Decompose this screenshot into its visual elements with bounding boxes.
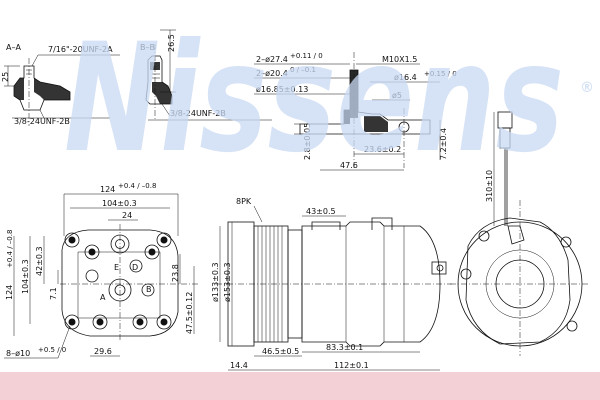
fit-d1: 2–ø27.4 bbox=[256, 55, 288, 64]
section-bb: B–B 26.5 3/8-24UNF-2B bbox=[140, 29, 272, 121]
front-h-7-1: 7.1 bbox=[49, 287, 58, 300]
front-view: 124 +0.4 / –0.8 104±0.3 24 124 +0.4 / –0… bbox=[4, 182, 200, 359]
side-w-83-3: 83.3±0.1 bbox=[326, 343, 363, 352]
front-h-104: 104±0.3 bbox=[21, 259, 30, 294]
side-d-pulley: ø133±0.3 bbox=[211, 262, 220, 302]
section-bb-height: 26.5 bbox=[167, 34, 176, 52]
rear-cable-length: 310±10 bbox=[485, 170, 494, 202]
fitting-detail: 2–ø27.4 +0.11 / 0 2–ø20.4 0 / –0.1 ø16.8… bbox=[254, 52, 457, 171]
fit-thread: M10X1.5 bbox=[382, 55, 417, 64]
fit-h2: 7.2±0.4 bbox=[439, 128, 448, 160]
watermark-text: Nissens bbox=[64, 12, 564, 186]
front-h-124: 124 bbox=[5, 285, 14, 300]
rear-view: 310±10 bbox=[450, 111, 590, 356]
section-bb-title: B–B bbox=[140, 43, 155, 52]
port-a-label: A bbox=[100, 293, 106, 302]
front-top-width-tol: +0.4 / –0.8 bbox=[118, 182, 156, 190]
front-holes-tol: +0.5 / 0 bbox=[38, 346, 66, 354]
fit-w2: 47.6 bbox=[340, 161, 358, 170]
section-aa-title: A–A bbox=[6, 43, 21, 52]
fit-d4: ø16.4 bbox=[394, 73, 417, 82]
fit-d3: ø16.85±0.13 bbox=[256, 85, 308, 94]
side-w-112: 112±0.1 bbox=[334, 361, 369, 370]
side-w-46-5: 46.5±0.5 bbox=[262, 347, 299, 356]
front-inner-width: 104±0.3 bbox=[102, 199, 137, 208]
front-inner-24: 24 bbox=[122, 211, 132, 220]
section-aa-thread-top: 7/16"-20UNF-2A bbox=[48, 45, 113, 54]
side-d-body: ø153±0.3 bbox=[223, 262, 232, 302]
side-belt-label: 8PK bbox=[236, 197, 252, 206]
section-aa-height: 25 bbox=[1, 72, 10, 82]
fit-h1: 2.8±0.05 bbox=[303, 123, 312, 160]
front-w-29-6: 29.6 bbox=[94, 347, 112, 356]
port-e-label: E bbox=[114, 263, 119, 272]
section-aa: A–A 7/16"-20UNF-2A 25 3/8-24UNF-2B bbox=[1, 43, 120, 126]
port-b-label: B bbox=[146, 285, 152, 294]
section-aa-thread-bottom: 3/8-24UNF-2B bbox=[14, 117, 70, 126]
brand-watermark: Nissens ® bbox=[64, 12, 594, 186]
fit-d1-tol: +0.11 / 0 bbox=[290, 52, 323, 60]
section-bb-thread-bottom: 3/8-24UNF-2B bbox=[170, 109, 226, 118]
front-top-width: 124 bbox=[100, 185, 115, 194]
side-w-14-4: 14.4 bbox=[230, 361, 248, 370]
watermark-registered: ® bbox=[580, 80, 594, 96]
fit-w1: 23.6±0.2 bbox=[364, 145, 401, 154]
side-view: 8PK ø133±0.3 ø153±0.3 43±0. bbox=[211, 197, 452, 371]
front-h-42: 42±0.3 bbox=[35, 246, 44, 276]
bottom-band bbox=[0, 372, 600, 400]
fit-d2-tol: 0 / –0.1 bbox=[290, 66, 316, 74]
port-d-label: D bbox=[132, 263, 138, 272]
front-h-23-8: 23.8 bbox=[171, 264, 180, 282]
front-h-47-5: 47.5±0.12 bbox=[185, 292, 194, 334]
fit-d5: ø5 bbox=[392, 91, 402, 100]
side-w-43: 43±0.5 bbox=[306, 207, 336, 216]
front-holes: 8–ø10 bbox=[6, 349, 30, 358]
fit-d2: 2–ø20.4 bbox=[256, 69, 288, 78]
fit-d4-tol: +0.15 / 0 bbox=[424, 70, 457, 78]
front-h-124-tol: +0.4 / –0.8 bbox=[6, 230, 14, 268]
